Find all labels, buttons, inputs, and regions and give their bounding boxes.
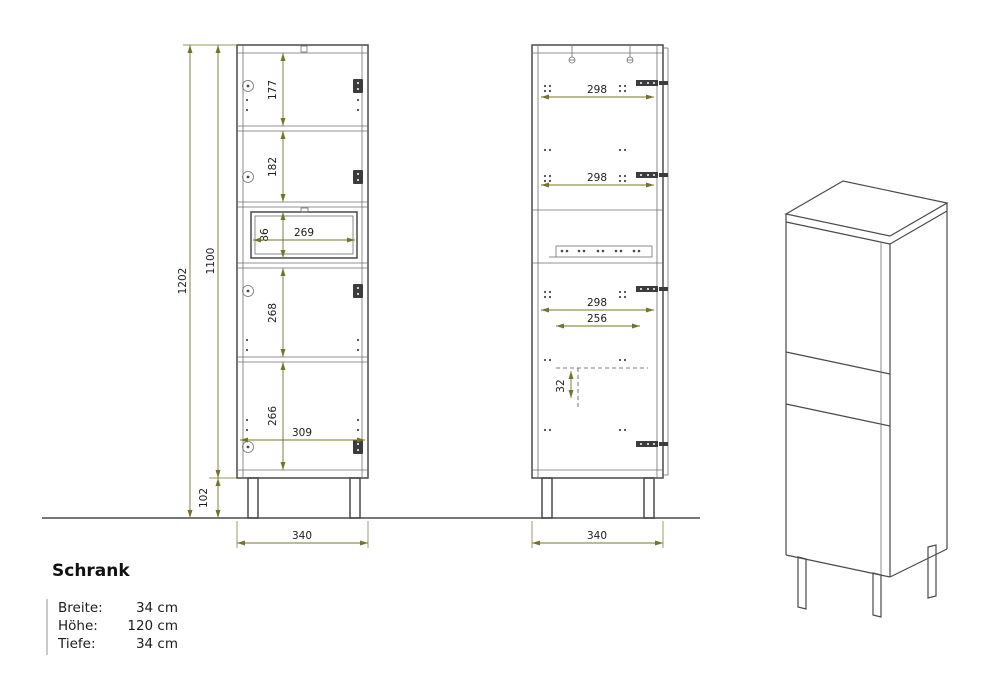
persp-leg-front-left [797,556,807,610]
dim-section-third: 268 [267,303,279,323]
dim-section-top: 177 [267,80,279,100]
drawing-title: Schrank [52,561,130,581]
front-leg-right [349,477,361,519]
drawer-band-bottom [785,403,891,427]
dim-clear-width-top: 298 [587,84,607,96]
dim-shelf-width: 256 [587,313,607,325]
interior-view: 298 298 298 256 32 340 [531,44,669,548]
interior-leg-left [541,477,553,519]
spec-value-tiefe: 34 cm [136,636,178,652]
spec-label-hoehe: Höhe: [58,618,98,634]
screw-icon [568,45,634,64]
persp-leg-front-right [872,572,882,618]
front-view-dimensions: 1202 1100 102 177 182 86 268 266 269 309 [176,44,369,548]
spec-value-breite: 34 cm [136,600,178,616]
perspective-view [784,180,949,618]
hinge-cup-icon [242,80,254,453]
dim-door-width: 309 [292,427,312,439]
shelf-pin-holes [245,98,360,432]
persp-leg-back-right [927,544,937,599]
front-view: 1202 1100 102 177 182 86 268 266 269 309 [176,44,369,548]
dim-clear-width-low: 298 [587,297,607,309]
drawer-handle-mark [300,207,309,213]
dim-hole-offset: 32 [555,379,567,392]
title-block: Schrank Breite: 34 cm Höhe: 120 cm Tiefe… [46,561,178,655]
interior-view-dimensions: 298 298 298 256 32 340 [531,83,664,548]
dim-plinth-height: 102 [198,488,210,508]
drawer-band-top [785,351,891,375]
spec-value-hoehe: 120 cm [127,618,178,634]
front-leg-left [247,477,259,519]
hinge-fitting-icon [636,80,668,447]
spec-label-tiefe: Tiefe: [57,636,96,652]
dim-body-height: 1100 [205,248,217,275]
dim-drawer-width: 269 [294,227,314,239]
dim-section-bottom: 266 [267,406,279,426]
system-holes [543,84,627,432]
front-view-cabinet [236,44,369,519]
drawer-rail [549,245,653,258]
interior-view-cabinet [531,44,669,519]
dim-overall-height: 1202 [177,268,189,295]
hinge-plate-icon [353,79,363,454]
dim-clear-width-mid: 298 [587,172,607,184]
dim-section-second: 182 [267,157,279,177]
dim-front-width: 340 [292,530,312,542]
dim-interior-width: 340 [587,530,607,542]
spec-label-breite: Breite: [58,600,103,616]
interior-leg-right [643,477,655,519]
